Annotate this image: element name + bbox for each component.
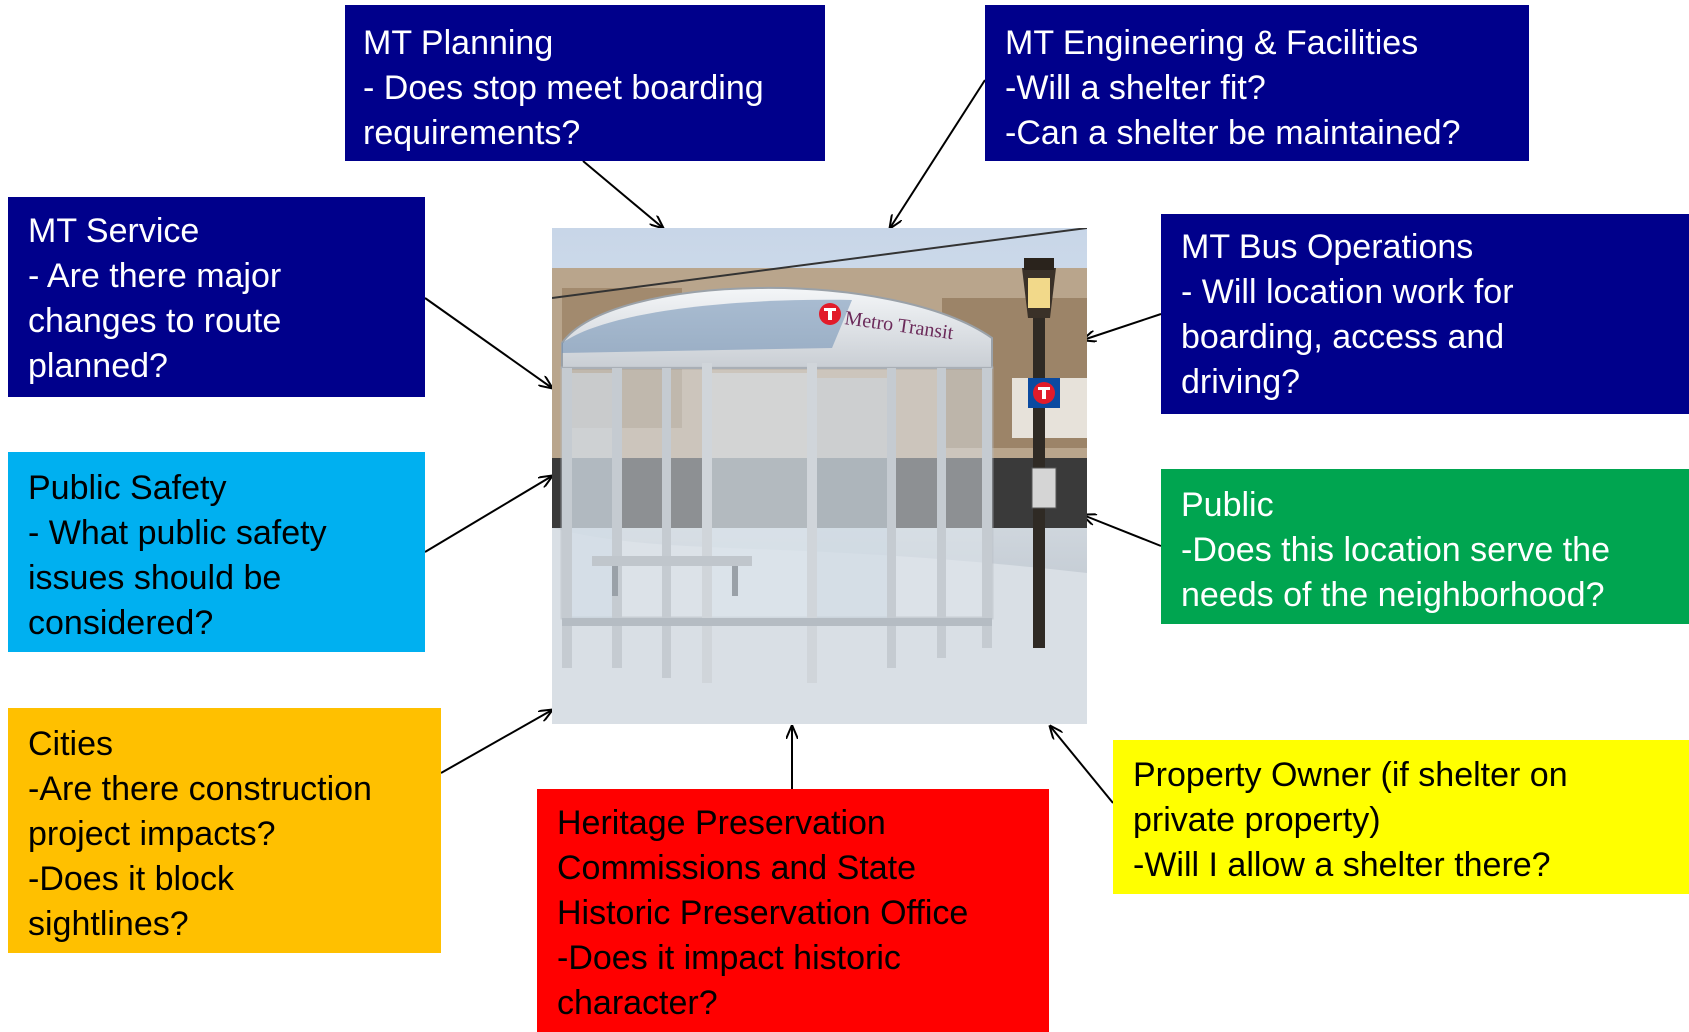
- bus-shelter-illustration: Metro Transit: [552, 228, 1087, 724]
- heritage-line: Historic Preservation Office: [557, 894, 969, 932]
- mt-service-title: MT Service: [28, 212, 200, 250]
- cities-box: Cities -Are there construction project i…: [8, 708, 441, 953]
- arrow-planning: [582, 160, 663, 228]
- public-safety-box: Public Safety - What public safety issue…: [8, 452, 425, 652]
- public-safety-line: considered?: [28, 604, 214, 642]
- public-safety-title: Public Safety: [28, 469, 227, 507]
- public-title: Public: [1181, 486, 1274, 524]
- mt-service-line: planned?: [28, 347, 168, 385]
- property-owner-box: Property Owner (if shelter on private pr…: [1113, 740, 1689, 894]
- mt-planning-box: MT Planning - Does stop meet boarding re…: [345, 5, 825, 161]
- mt-bus-operations-line: - Will location work for: [1181, 273, 1514, 311]
- public-line: -Does this location serve the: [1181, 531, 1610, 569]
- property-owner-title: Property Owner (if shelter on: [1133, 756, 1568, 794]
- property-owner-line: private property): [1133, 801, 1381, 839]
- arrow-owner: [1050, 726, 1114, 804]
- public-safety-line: - What public safety: [28, 514, 327, 552]
- heritage-title: Heritage Preservation: [557, 804, 886, 842]
- mt-engineering-box: MT Engineering & Facilities -Will a shel…: [985, 5, 1529, 161]
- cities-line: sightlines?: [28, 905, 189, 943]
- bus-shelter-photo: Metro Transit: [552, 228, 1087, 724]
- mt-service-line: changes to route: [28, 302, 282, 340]
- cities-line: -Does it block: [28, 860, 234, 898]
- mt-service-line: - Are there major: [28, 257, 282, 295]
- mt-engineering-line: -Can a shelter be maintained?: [1005, 114, 1461, 152]
- arrow-engineering: [890, 79, 986, 228]
- arrow-cities: [440, 710, 552, 774]
- mt-engineering-line: -Will a shelter fit?: [1005, 69, 1266, 107]
- cities-line: project impacts?: [28, 815, 276, 853]
- heritage-line: Commissions and State: [557, 849, 917, 887]
- mt-engineering-title: MT Engineering & Facilities: [1005, 24, 1419, 62]
- cities-line: -Are there construction: [28, 770, 372, 808]
- public-safety-line: issues should be: [28, 559, 282, 597]
- mt-bus-operations-line: driving?: [1181, 363, 1301, 401]
- heritage-line: -Does it impact historic: [557, 939, 901, 977]
- public-box: Public -Does this location serve the nee…: [1161, 469, 1689, 624]
- mt-planning-title: MT Planning: [363, 24, 554, 62]
- mt-bus-operations-title: MT Bus Operations: [1181, 228, 1474, 266]
- arrow-busops: [1083, 313, 1162, 340]
- arrow-service: [424, 297, 552, 388]
- public-line: needs of the neighborhood?: [1181, 576, 1605, 614]
- mt-bus-operations-box: MT Bus Operations - Will location work f…: [1161, 214, 1689, 414]
- heritage-preservation-box: Heritage Preservation Commissions and St…: [537, 789, 1049, 1032]
- mt-planning-line: requirements?: [363, 114, 581, 152]
- mt-service-box: MT Service - Are there major changes to …: [8, 197, 425, 397]
- heritage-line: character?: [557, 984, 718, 1022]
- arrow-safety: [424, 476, 552, 553]
- mt-bus-operations-line: boarding, access and: [1181, 318, 1505, 356]
- property-owner-line: -Will I allow a shelter there?: [1133, 846, 1551, 884]
- mt-planning-line: - Does stop meet boarding: [363, 69, 764, 107]
- arrow-public: [1083, 515, 1162, 547]
- cities-title: Cities: [28, 725, 114, 763]
